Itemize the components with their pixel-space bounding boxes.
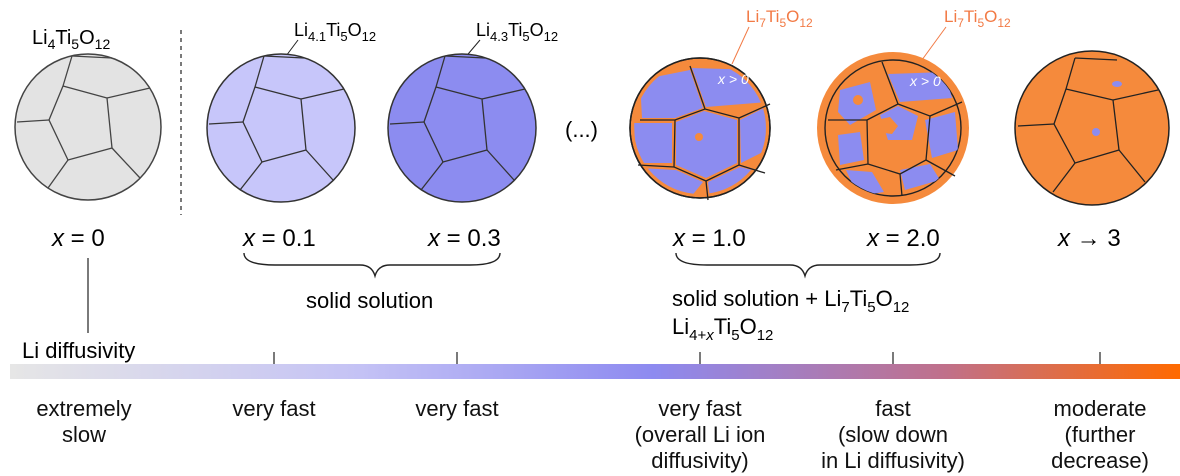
- x-value-0: x = 0: [51, 225, 105, 252]
- brace-right: [675, 252, 941, 279]
- label-li7ti5o12-b: Li7Ti5O12: [944, 7, 1011, 30]
- brace-label-solid-solution: solid solution: [306, 288, 433, 313]
- descriptor-5: moderate (further decrease): [1051, 396, 1149, 473]
- x-value-3: x → 3: [1057, 225, 1121, 252]
- svg-text:(overall Li ion: (overall Li ion: [635, 422, 766, 447]
- grain-circle-x2.0: x > 0: [817, 52, 969, 204]
- svg-text:(slow down: (slow down: [838, 422, 948, 447]
- label-li4.3ti5o12: Li4.3Ti5O12: [476, 20, 558, 44]
- svg-text:very fast: very fast: [232, 396, 315, 421]
- descriptor-2: very fast: [415, 396, 498, 421]
- li-diffusivity-label: Li diffusivity: [22, 338, 135, 363]
- descriptor-4: fast (slow down in Li diffusivity): [821, 396, 965, 473]
- grain-circle-x1.0: x > 0: [629, 57, 771, 201]
- svg-text:in Li diffusivity): in Li diffusivity): [821, 448, 965, 473]
- x-value-0.3: x = 0.3: [427, 225, 501, 252]
- gradient-bar-ticks: [273, 352, 1101, 364]
- inner-label-c5: x > 0: [909, 73, 941, 89]
- descriptor-0: extremely slow: [36, 396, 131, 447]
- svg-text:slow: slow: [62, 422, 106, 447]
- ellipsis-text: (...): [565, 117, 598, 142]
- descriptor-1: very fast: [232, 396, 315, 421]
- label-li7ti5o12-a: Li7Ti5O12: [746, 7, 813, 30]
- grain-circle-x3: [1014, 50, 1170, 206]
- svg-text:very fast: very fast: [415, 396, 498, 421]
- svg-text:(further: (further: [1065, 422, 1136, 447]
- x-value-2.0: x = 2.0: [866, 225, 940, 252]
- pointer-line-c4: [731, 26, 750, 65]
- x-value-0.1: x = 0.1: [242, 225, 316, 252]
- svg-text:diffusivity): diffusivity): [651, 448, 748, 473]
- inner-label-c4: x > 0: [717, 71, 749, 87]
- grain-circle-x0: [14, 53, 162, 201]
- svg-text:extremely: extremely: [36, 396, 131, 421]
- label-li4.1ti5o12: Li4.1Ti5O12: [294, 20, 376, 44]
- brace-label-li4+x: Li4+xTi5O12: [672, 314, 773, 344]
- svg-text:moderate: moderate: [1054, 396, 1147, 421]
- grain-circle-x0.3: [387, 53, 537, 203]
- x-value-1.0: x = 1.0: [672, 225, 746, 252]
- svg-text:very fast: very fast: [658, 396, 741, 421]
- grain-circle-x0.1: [206, 53, 356, 203]
- descriptor-3: very fast (overall Li ion diffusivity): [635, 396, 766, 473]
- brace-label-solid-solution-li7: solid solution + Li7Ti5O12: [672, 286, 909, 316]
- svg-text:decrease): decrease): [1051, 448, 1149, 473]
- pointer-line-c5: [918, 26, 947, 65]
- svg-text:fast: fast: [875, 396, 910, 421]
- label-li4ti5o12: Li4Ti5O12: [32, 27, 110, 52]
- diffusivity-gradient-bar: [10, 364, 1180, 379]
- brace-left: [243, 252, 501, 279]
